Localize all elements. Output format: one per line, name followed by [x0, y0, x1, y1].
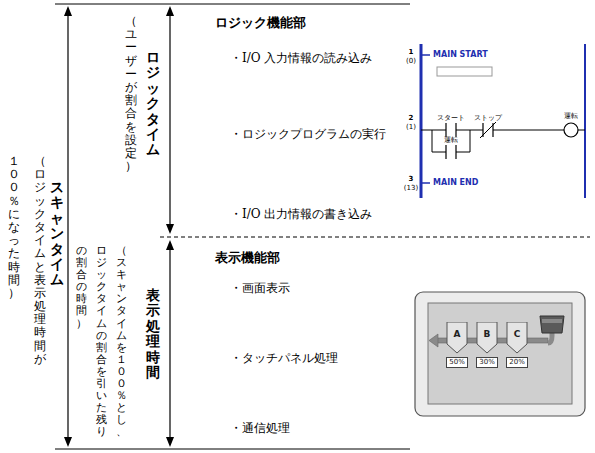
label-box: ・画面表示	[230, 280, 290, 297]
bullet-item: ・I/O 出力情報の書き込み	[230, 206, 372, 223]
tank-letter: A	[454, 329, 461, 340]
dimension-title: スキャンタイム	[50, 180, 64, 288]
rung-wire	[493, 130, 564, 131]
dimension-line	[67, 14, 68, 439]
ladder-marker: MAIN START	[433, 50, 488, 59]
tank-node: C 20%	[503, 322, 531, 369]
vertical-column: （スキャンタイムを１００％とし、ロジックタイムの割合を引いた残りの割合の時間）	[76, 245, 127, 440]
label-box: 1	[409, 48, 414, 56]
branch-wire	[432, 130, 446, 152]
label-box: ・通信処理	[230, 420, 290, 437]
step-number: (0)	[406, 57, 416, 65]
vertical-column: スキャンタイム	[50, 180, 64, 288]
device-label: ストップ	[474, 113, 502, 123]
tank-node: B 30%	[473, 322, 501, 369]
tank-shape	[507, 322, 527, 353]
tank-letter: B	[484, 329, 491, 340]
label-box: ストップ	[474, 113, 502, 123]
device-label: スタート	[437, 113, 465, 123]
label-box: 運転	[444, 135, 458, 145]
bullet-item: ・ロジックプログラムの実行	[230, 126, 386, 143]
label-box: ロジック機能部	[215, 14, 306, 32]
arrow-head	[166, 240, 174, 250]
rung-wire	[578, 130, 585, 131]
pipe-arrow	[429, 334, 438, 347]
percent-box: 50%	[446, 357, 468, 368]
section-heading: 表示機能部	[215, 249, 280, 267]
rung-number: 1	[409, 48, 414, 56]
section-heading: ロジック機能部	[215, 14, 306, 32]
dimension-line	[169, 14, 170, 226]
arrow-head	[166, 224, 174, 234]
label-box: ・ロジックプログラムの実行	[230, 126, 386, 143]
panel-frame	[415, 292, 585, 416]
dimension-note: （ロジックタイムと表示処理時間が１００％になった時間）	[8, 155, 46, 367]
arrow-head	[64, 437, 72, 447]
label-box: (13)	[404, 184, 418, 192]
arrow-head	[64, 6, 72, 16]
tank-node: A 50%	[443, 322, 471, 369]
device-label: 運転	[444, 135, 458, 145]
rung-stub	[421, 54, 430, 56]
coil-symbol	[564, 123, 578, 137]
vertical-column: 表示処理時間	[146, 288, 160, 380]
bottom-rule	[55, 449, 410, 450]
top-rule	[55, 4, 410, 5]
vertical-column: （ロジックタイムと表示処理時間が１００％になった時間）	[8, 155, 46, 367]
contact-symbol	[445, 123, 446, 137]
label-box: (0)	[406, 57, 416, 65]
dimension-line	[169, 248, 170, 439]
ladder-marker: MAIN END	[433, 178, 478, 187]
step-number: (1)	[406, 123, 416, 131]
percent-box: 20%	[506, 357, 528, 368]
tank-letter: C	[514, 329, 521, 340]
panel-screen	[428, 303, 572, 404]
branch-wire	[456, 130, 470, 152]
label-box: 2	[409, 114, 414, 122]
rung-wire	[421, 130, 446, 131]
tank-shape	[477, 322, 497, 353]
bullet-item: ・通信処理	[230, 420, 290, 437]
rung-stub	[421, 182, 430, 184]
label-box: MAIN END	[433, 178, 478, 187]
label-box: ・I/O 出力情報の書き込み	[230, 206, 372, 223]
bullet-item: ・タッチパネル処理	[230, 350, 338, 367]
bucket-content	[542, 319, 562, 323]
tank-shape	[447, 322, 467, 353]
dimension-note: （ユーザーが割合を設定）	[125, 15, 137, 173]
step-number: (13)	[404, 184, 418, 192]
bullet-item: ・I/O 入力情報の読み込み	[230, 50, 372, 67]
label-box: 運転	[564, 111, 578, 121]
arrow-head	[166, 6, 174, 16]
rung-number: 2	[409, 114, 414, 122]
comment-box	[437, 67, 492, 76]
rung-number: 3	[409, 175, 414, 183]
label-box: スタート	[437, 113, 465, 123]
label-box: (1)	[406, 123, 416, 131]
label-box: 表示機能部	[215, 249, 280, 267]
dashed-divider	[160, 237, 590, 238]
dimension-title: ロジックタイム	[146, 50, 160, 158]
percent-box: 30%	[476, 357, 498, 368]
label-box: ・I/O 入力情報の読み込み	[230, 50, 372, 67]
contact-symbol	[445, 145, 446, 159]
bullet-item: ・画面表示	[230, 280, 290, 297]
vertical-column: ロジックタイム	[146, 50, 160, 158]
label-box: ・タッチパネル処理	[230, 350, 338, 367]
device-label: 運転	[564, 111, 578, 121]
ladder-rail	[584, 44, 586, 198]
bucket	[540, 316, 564, 333]
dimension-title: 表示処理時間	[146, 288, 160, 380]
label-box: 3	[409, 175, 414, 183]
ladder-rail	[420, 44, 423, 198]
label-box: MAIN START	[433, 50, 488, 59]
vertical-column: （ユーザーが割合を設定）	[125, 15, 137, 173]
dimension-note: （スキャンタイムを１００％とし、ロジックタイムの割合を引いた残りの割合の時間）	[76, 245, 127, 440]
arrow-head	[166, 437, 174, 447]
